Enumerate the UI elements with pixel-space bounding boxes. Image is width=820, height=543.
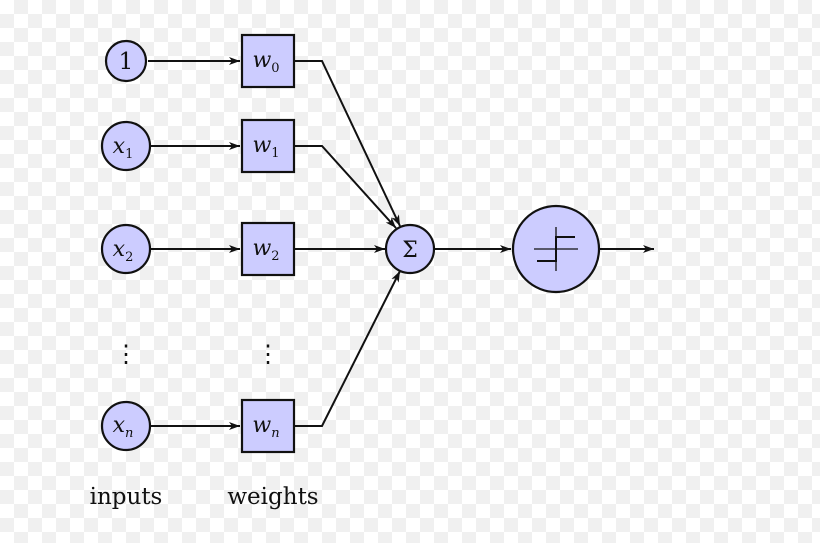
input-node-x1-label: x1: [113, 134, 134, 162]
inputs-caption: inputs: [90, 484, 163, 510]
weights-caption: weights: [227, 484, 318, 510]
edge-weight-0-to-sum: [294, 60, 401, 227]
inputs-ellipsis: ⋮: [114, 340, 138, 368]
step-function-icon: [534, 227, 578, 271]
weight-box-w1: [240, 118, 296, 174]
edge-weight-1-to-sum: [294, 145, 397, 229]
weight-box-w0: [240, 33, 296, 89]
input-node-xn: [100, 400, 152, 452]
weight-box-w1-label: w1: [252, 133, 279, 161]
input-node-bias-label: 1: [119, 49, 134, 75]
weight-box-w2: [240, 221, 296, 277]
weight-box-w2-label: w2: [252, 236, 279, 264]
weight-box-wn-label: wn: [252, 413, 279, 441]
input-node-x1: [100, 120, 152, 172]
input-node-xn-label: xn: [113, 413, 134, 441]
sum-node-label: Σ: [402, 238, 418, 263]
input-node-bias: [104, 39, 148, 83]
input-node-x2-label: x2: [113, 237, 134, 265]
edge-weight-n-to-sum: [294, 270, 401, 427]
input-node-x2: [100, 223, 152, 275]
weight-box-wn: [240, 398, 296, 454]
weight-box-w0-label: w0: [252, 48, 279, 76]
sum-node: [384, 223, 436, 275]
weights-ellipsis: ⋮: [256, 340, 280, 368]
